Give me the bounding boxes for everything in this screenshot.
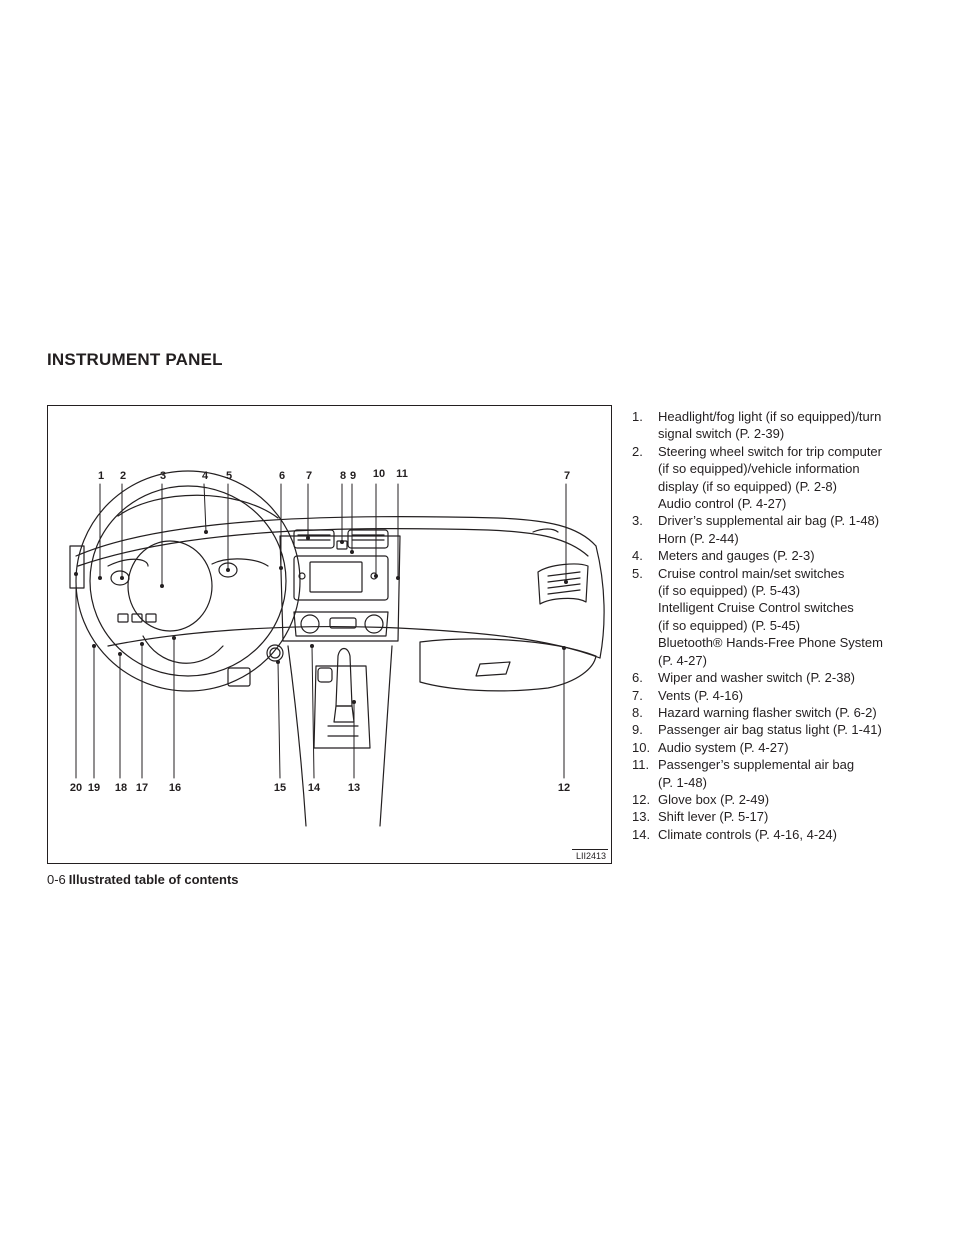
legend-item: 3. Driver’s supplemental air bag (P. 1-48… xyxy=(632,512,932,547)
steering-wheel xyxy=(75,470,301,692)
legend-item: 6. Wiper and washer switch (P. 2-38) xyxy=(632,669,932,686)
legend-item: 13. Shift lever (P. 5-17) xyxy=(632,808,932,825)
figure-code: LII2413 xyxy=(571,849,608,861)
legend-item-text: display (if so equipped) (P. 2-8) xyxy=(658,478,837,494)
callout-8: 8 xyxy=(339,470,347,482)
legend-item-number: 14. xyxy=(632,826,651,842)
legend-item: 12. Glove box (P. 2-49) xyxy=(632,791,932,808)
callout-14: 14 xyxy=(307,782,321,794)
callout-13: 13 xyxy=(347,782,361,794)
legend-item-text: (if so equipped)/vehicle information xyxy=(658,461,860,477)
legend-item-text: Audio control (P. 4-27) xyxy=(658,496,787,512)
legend-item-text: (if so equipped) (P. 5-45) xyxy=(658,617,801,633)
legend-item: 8. Hazard warning flasher switch (P. 6-2) xyxy=(632,704,932,721)
legend-item-text: (if so equipped) (P. 5-43) xyxy=(658,583,801,599)
legend-item: 5. Cruise control main/set switches (if so… xyxy=(632,565,932,669)
leader-lines xyxy=(75,483,567,779)
callout-7-right: 7 xyxy=(563,470,571,482)
legend-item-number: 4. xyxy=(632,548,643,564)
legend-item: 10. Audio system (P. 4-27) xyxy=(632,739,932,756)
legend-item-number: 13. xyxy=(632,809,651,825)
legend-item-number: 6. xyxy=(632,670,643,686)
callout-1: 1 xyxy=(97,470,105,482)
callout-20: 20 xyxy=(69,782,83,794)
legend-item-text: Driver’s supplemental air bag (P. 1-48) xyxy=(658,513,880,529)
legend-item-number: 7. xyxy=(632,687,643,703)
legend-item-text: Cruise control main/set switches xyxy=(658,565,845,581)
legend-item-number: 8. xyxy=(632,704,643,720)
legend-item-text: Meters and gauges (P. 2-3) xyxy=(658,548,815,564)
legend-item: 11. Passenger’s supplemental air bag(P. 1… xyxy=(632,756,932,791)
component-legend: 1. Headlight/fog light (if so equipped)/t… xyxy=(632,408,932,843)
legend-item-text: (P. 4-27) xyxy=(658,652,707,668)
footer-section-title: Illustrated table of contents xyxy=(68,872,239,887)
legend-item-number: 12. xyxy=(632,791,651,807)
dashboard-drawing xyxy=(69,470,605,827)
legend-item: 1. Headlight/fog light (if so equipped)/t… xyxy=(632,408,932,443)
callout-12: 12 xyxy=(557,782,571,794)
center-console xyxy=(287,645,393,827)
right-vent xyxy=(532,528,589,605)
center-stack xyxy=(279,529,401,642)
legend-item-text: Vents (P. 4-16) xyxy=(658,687,744,703)
legend-item-text: Shift lever (P. 5-17) xyxy=(658,809,769,825)
legend-item-number: 9. xyxy=(632,722,643,738)
legend-item-text: Hazard warning flasher switch (P. 6-2) xyxy=(658,704,877,720)
legend-item-text: Glove box (P. 2-49) xyxy=(658,791,770,807)
legend-item-number: 10. xyxy=(632,739,651,755)
callout-7: 7 xyxy=(305,470,313,482)
legend-item-number: 11. xyxy=(632,757,650,773)
instrument-panel-illustration: 1 2 3 4 5 6 7 8 9 10 11 7 20 19 18 17 16… xyxy=(47,405,612,864)
legend-item-text: (P. 1-48) xyxy=(658,774,707,790)
legend-item: 4. Meters and gauges (P. 2-3) xyxy=(632,547,932,564)
callout-17: 17 xyxy=(135,782,149,794)
legend-item-text: Bluetooth® Hands-Free Phone System xyxy=(658,635,883,651)
callout-3: 3 xyxy=(159,470,167,482)
callout-19: 19 xyxy=(87,782,101,794)
page-number: 0-6 xyxy=(47,872,66,887)
meter-hood xyxy=(117,494,279,519)
legend-item-text: Intelligent Cruise Control switches xyxy=(658,600,854,616)
left-vent xyxy=(69,545,85,589)
leader-dots xyxy=(74,530,568,704)
legend-item-number: 3. xyxy=(632,513,643,529)
legend-item-text: Steering wheel switch for trip computer xyxy=(658,443,882,459)
legend-item-number: 1. xyxy=(632,409,643,424)
callout-10: 10 xyxy=(372,468,386,480)
legend-item-text: Audio system (P. 4-27) xyxy=(658,739,789,755)
callout-9: 9 xyxy=(349,470,357,482)
callout-16: 16 xyxy=(168,782,182,794)
callout-18: 18 xyxy=(114,782,128,794)
callout-11: 11 xyxy=(396,468,408,480)
callout-5: 5 xyxy=(225,470,233,482)
legend-item-number: 5. xyxy=(632,565,643,581)
legend-item-text: Wiper and washer switch (P. 2-38) xyxy=(658,670,856,686)
callout-4: 4 xyxy=(201,470,209,482)
callout-15: 15 xyxy=(273,782,287,794)
push-start-button xyxy=(266,644,284,662)
section-title: INSTRUMENT PANEL xyxy=(47,350,223,369)
legend-item: 7. Vents (P. 4-16) xyxy=(632,687,932,704)
legend-item-text: Passenger air bag status light (P. 1-41) xyxy=(658,722,882,738)
legend-item-text: signal switch (P. 2-39) xyxy=(658,426,785,442)
legend-item-text: Horn (P. 2-44) xyxy=(658,530,739,546)
legend-item-text: Passenger’s supplemental air bag xyxy=(658,757,855,773)
callout-2: 2 xyxy=(119,470,127,482)
legend-item: 9. Passenger air bag status light (P. 1-4… xyxy=(632,721,932,738)
legend-item-text: Headlight/fog light (if so equipped)/tur… xyxy=(658,409,882,424)
callout-6: 6 xyxy=(278,470,286,482)
legend-item-text: Climate controls (P. 4-16, 4-24) xyxy=(658,826,837,842)
legend-item: 2. Steering wheel switch for trip compute… xyxy=(632,443,932,513)
legend-item-number: 2. xyxy=(632,443,643,459)
legend-item: 14. Climate controls (P. 4-16, 4-24) xyxy=(632,826,932,843)
